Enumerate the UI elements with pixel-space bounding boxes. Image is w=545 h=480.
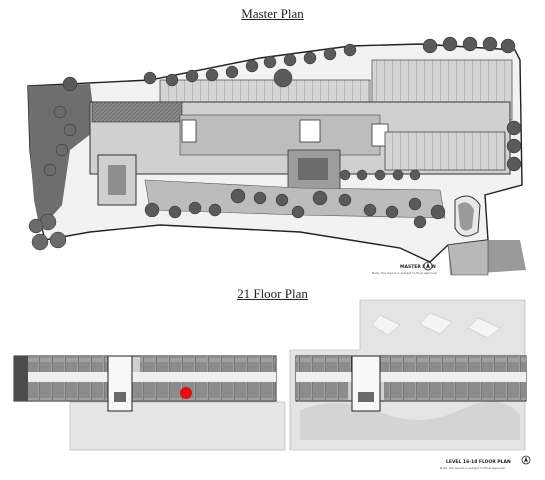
west-units-north: [28, 356, 118, 372]
east-wing: [384, 131, 506, 171]
tree-row-north: [62, 36, 516, 92]
master-plan-caption-note: Note: the layout is subject to final app…: [372, 271, 437, 275]
west-corridor: [14, 372, 276, 382]
east-core: [351, 355, 381, 412]
west-units-north-2: [140, 356, 275, 372]
master-plan-drawing: MASTER PLAN Note: the layout is subject …: [27, 36, 526, 276]
lobby-core: [108, 165, 126, 195]
west-core: [107, 355, 133, 412]
north-arrow-icon: [521, 455, 531, 465]
floor-plan-caption-note: Note: the layout is subject to final app…: [440, 466, 505, 470]
ghost-canopies: [371, 312, 501, 339]
garden-loop-inner: [458, 202, 474, 231]
master-plan-caption: MASTER PLAN: [400, 264, 436, 270]
east-lift-core: [358, 392, 374, 402]
core-a: [181, 119, 197, 143]
east-units-north: [296, 356, 354, 372]
west-units-south-2: [132, 382, 275, 400]
floor-plan-caption: LEVEL 16-18 FLOOR PLAN: [446, 459, 511, 465]
west-wing: [91, 101, 183, 123]
master-plan-title: Master Plan: [241, 6, 304, 21]
east-corridor: [296, 372, 526, 382]
podium-ghost-west: [69, 401, 286, 451]
tree-row-west: [28, 105, 77, 251]
access-road: [447, 239, 489, 276]
floor-plan-drawing: LEVEL 16-18 FLOOR PLAN Note: the layout …: [13, 299, 531, 470]
tree-row-east: [506, 120, 522, 172]
north-arrow-icon: [423, 261, 433, 271]
core-b: [299, 119, 321, 143]
west-units-south: [28, 382, 108, 400]
west-end-unit: [14, 356, 28, 401]
east-units-south: [296, 382, 348, 400]
landscape-west: [28, 84, 96, 230]
central-podium: [179, 114, 381, 156]
east-units-south-2: [384, 382, 526, 400]
east-units-north-2: [378, 356, 526, 372]
selected-unit-marker: [180, 387, 192, 399]
tree-row-south: [144, 169, 446, 229]
plaza-feature: [298, 158, 328, 180]
west-lift-core: [114, 392, 126, 402]
floor-plan-title: 21 Floor Plan: [237, 286, 308, 301]
